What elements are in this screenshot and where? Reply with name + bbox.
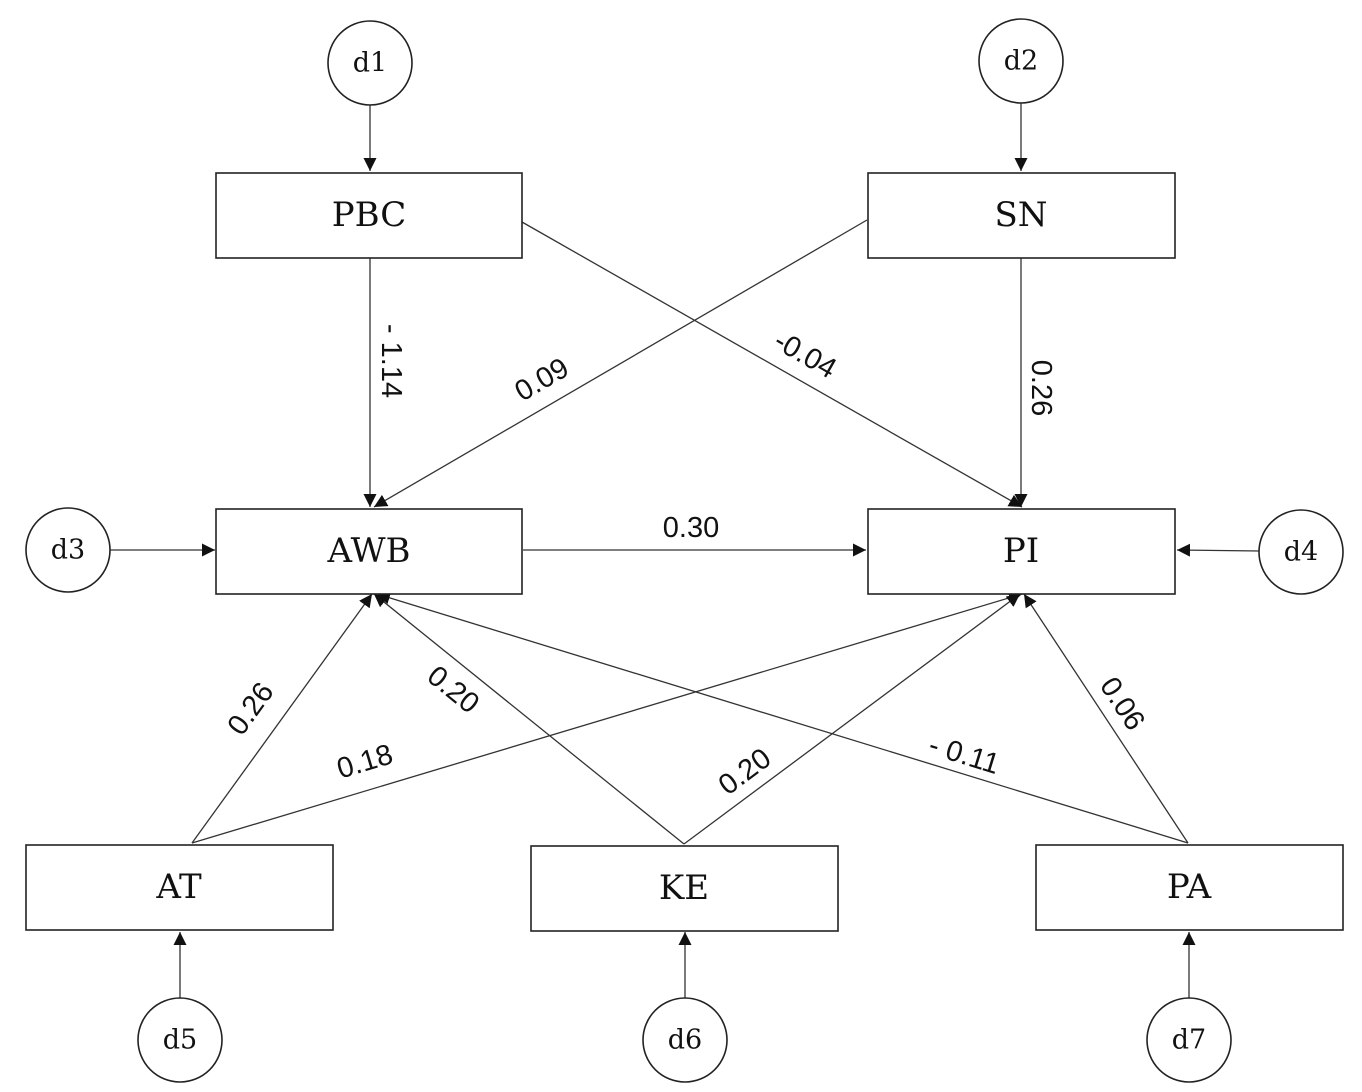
disturbance-d1: d1: [327, 20, 413, 106]
coef-at-awb: 0.26: [221, 677, 280, 741]
disturbance-d5-label: d5: [163, 1025, 197, 1056]
coef-pa-pi: 0.06: [1093, 672, 1151, 737]
node-pi: PI: [867, 508, 1176, 595]
node-sn-label: SN: [994, 195, 1047, 235]
node-at-label: AT: [155, 867, 202, 907]
edges: [110, 103, 1261, 998]
coef-awb-pi: 0.30: [663, 512, 719, 544]
disturbance-d7: d7: [1146, 997, 1232, 1083]
disturbance-d4: d4: [1258, 509, 1344, 595]
disturbance-d3: d3: [25, 507, 111, 593]
edge-sn-awb: [373, 219, 868, 508]
disturbance-d6-label: d6: [668, 1025, 702, 1056]
node-pa-label: PA: [1167, 867, 1212, 907]
disturbance-d2: d2: [978, 18, 1064, 104]
disturbance-d4-label: d4: [1284, 537, 1318, 568]
edge-at-pi: [191, 591, 1023, 844]
edge-ke-pi: [683, 593, 1021, 845]
node-pa: PA: [1035, 844, 1344, 931]
disturbance-d3-label: d3: [51, 535, 85, 566]
coef-ke-awb: 0.20: [421, 660, 485, 720]
node-at: AT: [25, 844, 334, 931]
edge-pbc-pi: [521, 221, 1023, 508]
node-awb-label: AWB: [326, 531, 410, 571]
node-pbc-label: PBC: [332, 195, 407, 235]
coef-pbc-awb: - 1.14: [375, 324, 407, 398]
node-ke: KE: [530, 845, 839, 932]
coef-sn-pi: 0.26: [1025, 360, 1057, 416]
node-pbc: PBC: [215, 172, 523, 259]
disturbance-d7-label: d7: [1172, 1025, 1206, 1056]
edge-at-awb: [191, 593, 373, 844]
coef-at-pi: 0.18: [333, 739, 396, 786]
disturbance-d5: d5: [137, 997, 223, 1083]
coef-pbc-pi: -0.04: [768, 325, 841, 386]
node-awb: AWB: [215, 508, 523, 595]
node-sn: SN: [867, 172, 1176, 259]
edge-ke-awb: [373, 593, 685, 845]
disturbance-d1-label: d1: [353, 48, 387, 79]
node-pi-label: PI: [1003, 531, 1039, 571]
edge-pa-awb: [376, 591, 1189, 844]
coef-pa-awb: - 0.11: [925, 729, 1003, 781]
node-ke-label: KE: [659, 868, 709, 908]
edge-pa-pi: [1023, 593, 1189, 844]
edge-d4-pi: [1176, 543, 1261, 557]
disturbance-d2-label: d2: [1004, 46, 1038, 77]
coef-sn-awb: 0.09: [510, 352, 575, 408]
disturbance-d6: d6: [642, 997, 728, 1083]
coef-ke-pi: 0.20: [713, 742, 777, 801]
